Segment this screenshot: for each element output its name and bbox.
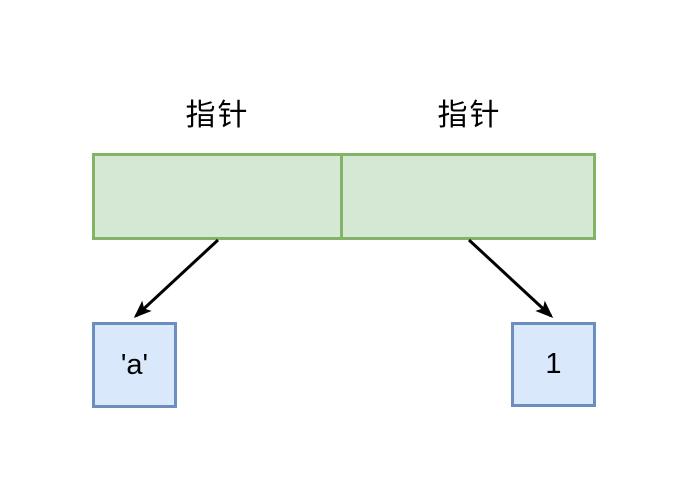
value-box-number-text: 1 bbox=[545, 348, 562, 380]
pointer-label-left: 指针 bbox=[185, 99, 250, 132]
value-box-number: 1 bbox=[511, 322, 596, 407]
pointer-array-cell-left bbox=[95, 156, 343, 237]
value-box-char-text: 'a' bbox=[120, 348, 149, 381]
pointer-array-box bbox=[92, 153, 596, 240]
pointer-label-right: 指针 bbox=[437, 99, 502, 132]
pointer-array-cell-right bbox=[343, 156, 593, 237]
arrow-right-icon bbox=[467, 238, 554, 319]
value-box-char: 'a' bbox=[92, 322, 177, 408]
arrow-left-icon bbox=[133, 238, 220, 319]
